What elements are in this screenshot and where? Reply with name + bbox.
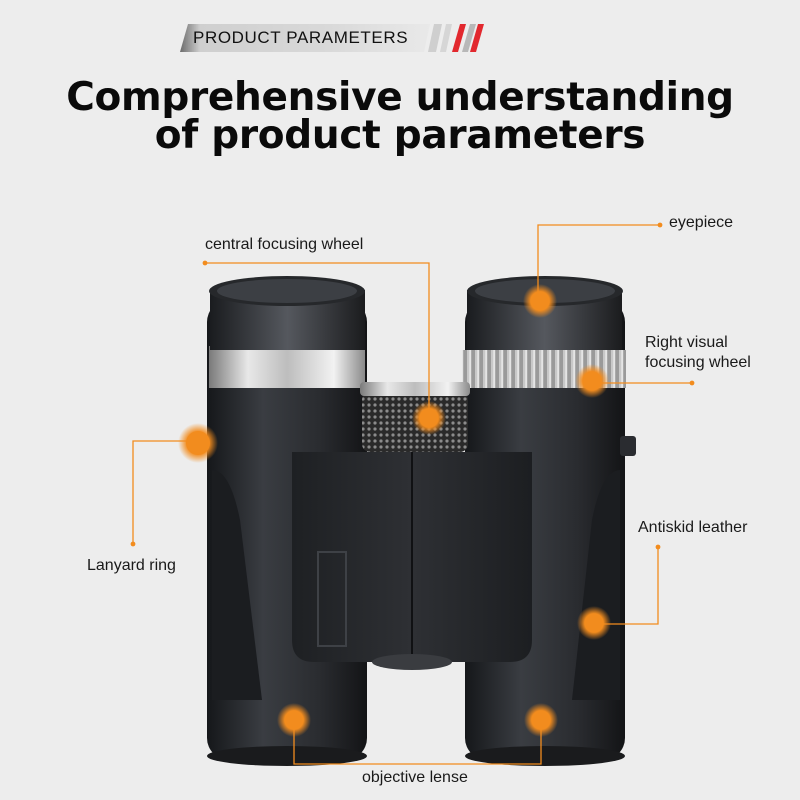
headline-line-2: of product parameters <box>154 113 646 158</box>
callout-end-dots <box>130 222 695 550</box>
label-central-focusing-wheel: central focusing wheel <box>205 236 364 253</box>
label-right-visual-line-1: Right visual <box>645 334 728 351</box>
hinge-bridge <box>292 452 532 670</box>
headline-line-1: Comprehensive understanding <box>66 75 734 120</box>
label-eyepiece: eyepiece <box>669 214 734 231</box>
section-banner: PRODUCT PARAMETERS <box>180 24 486 52</box>
label-objective-lense: objective lense <box>362 769 468 786</box>
label-right-visual-line-2: focusing wheel <box>645 354 751 371</box>
right-barrel <box>462 276 636 760</box>
banner-background <box>180 24 484 52</box>
label-lanyard-ring: Lanyard ring <box>87 557 176 574</box>
callout-lines <box>132 224 692 765</box>
label-antiskid-leather: Antiskid leather <box>638 519 748 536</box>
marker-dots <box>178 284 611 737</box>
banner-label: PRODUCT PARAMETERS <box>193 28 409 47</box>
